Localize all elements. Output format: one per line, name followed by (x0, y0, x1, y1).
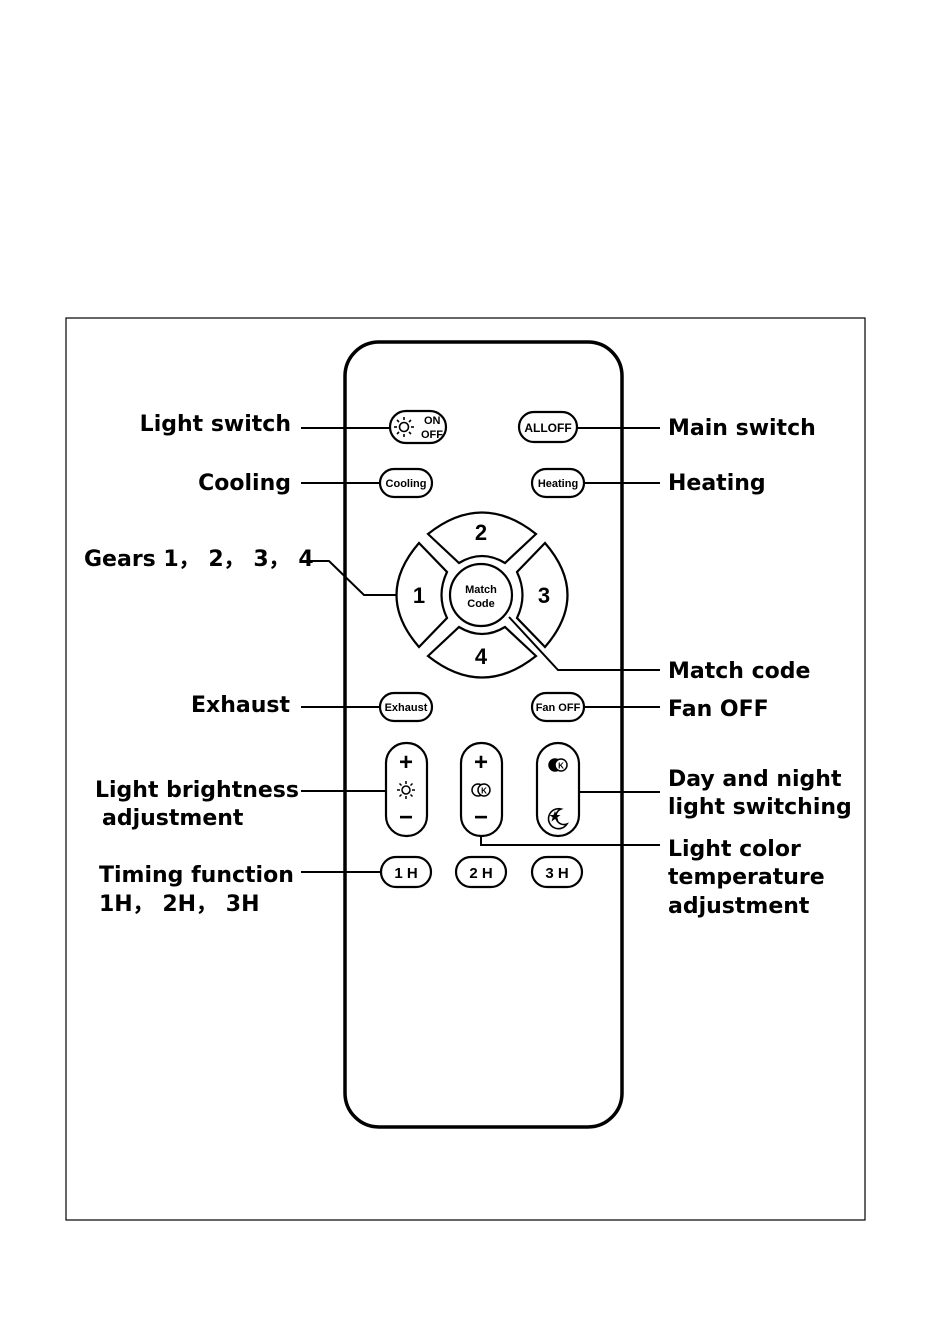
color-temp-minus: − (474, 804, 488, 831)
day-night-rocker[interactable]: K (537, 743, 579, 836)
brightness-rocker[interactable]: + − (386, 743, 427, 836)
label-fan-off: Fan OFF (668, 697, 769, 722)
k-letter: K (558, 762, 564, 771)
label-gears: Gears 1， 2， 3， 4 (84, 547, 314, 572)
on-text: ON (424, 415, 441, 427)
fan-off-button[interactable]: Fan OFF (532, 693, 584, 721)
label-timing-function: Timing function (99, 863, 294, 888)
timer-3h-text: 3 H (545, 865, 568, 882)
exhaust-button[interactable]: Exhaust (380, 693, 432, 721)
timer-2h-text: 2 H (469, 865, 492, 882)
label-adjustment: adjustment (668, 894, 810, 919)
fan-off-text: Fan OFF (536, 702, 581, 714)
k-letter: K (481, 787, 487, 796)
off-text: OFF (421, 429, 443, 441)
label-heating: Heating (668, 471, 766, 496)
all-off-text: ALLOFF (524, 421, 571, 435)
all-off-button[interactable]: ALLOFF (519, 412, 577, 442)
label-exhaust: Exhaust (191, 693, 290, 718)
color-temperature-icon: K (549, 759, 567, 771)
light-switch-button[interactable]: ON OFF (390, 411, 446, 443)
label-main-switch: Main switch (668, 416, 816, 441)
color-temperature-rocker[interactable]: + K − (461, 743, 502, 836)
label-light-brightness-adjustment: adjustment (102, 806, 244, 831)
gear-1-text: 1 (413, 583, 425, 608)
label-light-color: Light color (668, 837, 801, 862)
label-cooling: Cooling (198, 471, 291, 496)
remote-body (345, 342, 622, 1127)
label-light-brightness: Light brightness (95, 778, 299, 803)
label-timing-values: 1H， 2H， 3H (99, 892, 259, 917)
label-day-night: Day and night (668, 767, 842, 792)
timer-1h-button[interactable]: 1 H (381, 857, 431, 887)
heating-button[interactable]: Heating (532, 469, 584, 497)
label-light-switching: light switching (668, 795, 852, 820)
match-code-button[interactable]: Match Code (450, 564, 512, 626)
cooling-text: Cooling (386, 478, 427, 490)
brightness-minus: − (399, 804, 413, 831)
label-temperature: temperature (668, 865, 825, 890)
label-match-code: Match code (668, 659, 810, 684)
gear-3-text: 3 (538, 583, 550, 608)
cooling-button[interactable]: Cooling (380, 469, 432, 497)
timer-1h-text: 1 H (394, 865, 417, 882)
heating-text: Heating (538, 478, 578, 490)
match-text: Match (465, 584, 497, 596)
exhaust-text: Exhaust (385, 702, 428, 714)
brightness-plus: + (399, 749, 413, 776)
code-text: Code (467, 598, 495, 610)
label-light-switch: Light switch (140, 412, 291, 437)
gear-4-text: 4 (475, 644, 488, 669)
gear-2-text: 2 (475, 520, 487, 545)
timer-3h-button[interactable]: 3 H (532, 857, 582, 887)
color-temp-plus: + (474, 749, 488, 776)
timer-2h-button[interactable]: 2 H (456, 857, 506, 887)
